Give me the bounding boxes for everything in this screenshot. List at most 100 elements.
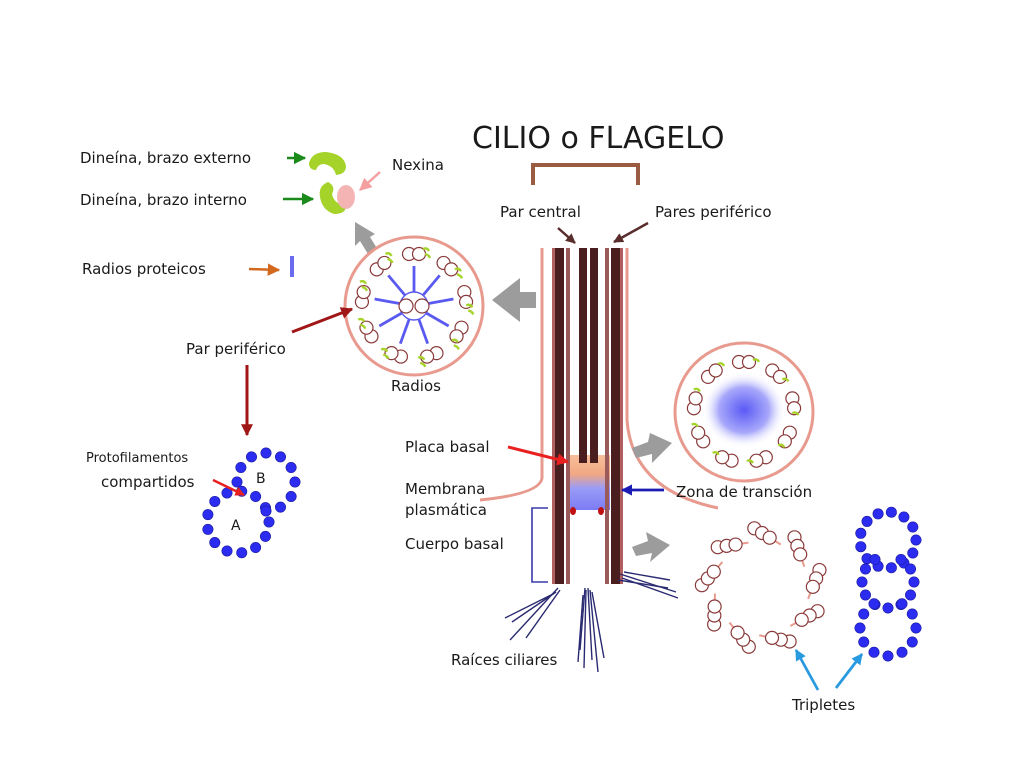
basal-triplet (747, 521, 782, 546)
tubulin-subunit-b (285, 461, 297, 473)
arrow-peripheral-pair-to-section (291, 307, 354, 334)
tubulin-subunit-b (260, 505, 272, 517)
dynein-arm (781, 377, 790, 383)
central-tubule (398, 298, 414, 314)
dynein-arm (465, 303, 474, 309)
tubulin-subunit-b (869, 553, 881, 565)
dynein-arm (424, 252, 432, 259)
radial-spoke (378, 311, 403, 328)
arrow-to-basal-section (632, 532, 670, 562)
label-peripheral-pairs: Pares periférico (655, 203, 772, 221)
tubulin-subunit-b (260, 447, 272, 459)
basal-triplet (707, 593, 722, 632)
basal-plate-zone (566, 455, 610, 510)
label-protofilaments-1: Protofilamentos (86, 451, 188, 466)
tubulin-subunit-a (910, 534, 922, 546)
radial-spoke (427, 297, 454, 305)
transition-doublet (777, 425, 797, 449)
tubulin-subunit-b (856, 576, 868, 588)
tubulin-subunit-b (285, 490, 297, 502)
transition-doublet (712, 450, 739, 468)
radial-spoke (374, 297, 401, 305)
tubulin-subunit-c (906, 608, 918, 620)
tubulin-subunit-b (289, 476, 301, 488)
label-plasma-membrane-1: Membrana (405, 480, 485, 498)
label-transition-zone: Zona de transción (676, 483, 812, 501)
tubulin-subunit-a (885, 506, 897, 518)
basal-triplet (789, 604, 825, 627)
radial-spoke (399, 318, 411, 345)
axoneme-cross-section (343, 235, 485, 377)
label-dynein-outer: Dineína, brazo externo (80, 149, 251, 167)
transition-doublets (686, 354, 802, 468)
label-plasma-membrane-2: plasmática (405, 501, 487, 519)
tubulin-subunit-b (895, 553, 907, 565)
dynein-arm (417, 355, 426, 361)
ciliary-rootlets (504, 571, 679, 673)
basal-body-mark-left (570, 507, 576, 515)
dynein-arm (717, 362, 726, 367)
label-radial-spokes: Radios proteicos (82, 260, 206, 278)
cilium-longitudinal-section (479, 248, 719, 673)
transition-doublet (691, 422, 711, 449)
peripheral-doublet (401, 246, 432, 262)
tubulin-subunit-a (259, 530, 271, 542)
dynein-arm (361, 285, 369, 292)
tubulin-subunit-a (221, 545, 233, 557)
tubulin-subunit-c (858, 636, 870, 648)
doublet-ab-microtubules (202, 447, 301, 559)
tubulin-subunit-b (231, 476, 243, 488)
tubulin-subunit-c (858, 608, 870, 620)
label-triplets: Tripletes (791, 696, 855, 714)
dynein-arm (422, 247, 431, 252)
peripheral-doublet (380, 346, 409, 364)
dynein-arm (359, 279, 367, 285)
tubulin-subunit-a (250, 490, 262, 502)
tubulin-subunit-c (910, 622, 922, 634)
basal-body-triplet-ring (694, 521, 827, 654)
tubulin-subunit-b (882, 602, 894, 614)
radial-spoke (387, 274, 407, 297)
tubulin-subunit-a (202, 509, 214, 521)
dynein-arm (419, 361, 427, 368)
peripheral-doublet (436, 255, 464, 279)
peripheral-doublet (449, 320, 469, 350)
arrow-shared-protofilaments (212, 478, 245, 497)
basal-triplet (759, 630, 797, 649)
radial-spoke (421, 274, 441, 297)
dynein-arm (453, 344, 460, 350)
peripheral-doublet (354, 279, 371, 309)
transition-doublet (765, 363, 790, 385)
peripheral-doublets (354, 246, 475, 368)
tubulin-subunit-c (906, 636, 918, 648)
dynein-arm (454, 267, 462, 272)
tubulin-subunit-a (209, 537, 221, 549)
tubulin-subunit-b (905, 589, 917, 601)
dynein-arm (746, 459, 754, 464)
tubulin-subunit-c (868, 646, 880, 658)
tubulin-subunit-a (898, 511, 910, 523)
dynein-arm (384, 252, 393, 257)
basal-triplet (805, 562, 827, 600)
dynein-arm (382, 353, 390, 360)
tubulin-subunit-c (882, 650, 894, 662)
basal-body-bracket (531, 507, 548, 583)
basal-triplet (787, 530, 808, 568)
tubulin-subunit-b (905, 563, 917, 575)
tubulin-subunit-a (885, 562, 897, 574)
transition-doublet (731, 354, 761, 370)
tubulin-subunit-b (235, 461, 247, 473)
dynein-arm (712, 451, 720, 456)
arrow-to-dynein-detail (355, 222, 378, 254)
dynein-arm (691, 422, 699, 428)
tubulin-subunit-b (859, 563, 871, 575)
tubulin-subunit-b (246, 451, 258, 463)
radial-spoke (425, 311, 450, 328)
arrow-radial-spokes (248, 263, 281, 276)
dynein-arm (752, 358, 761, 363)
arrow-nexin (359, 171, 381, 191)
tubulin-subunit-b (908, 576, 920, 588)
dynein-arm (777, 443, 786, 448)
radial-spokes (374, 266, 454, 345)
